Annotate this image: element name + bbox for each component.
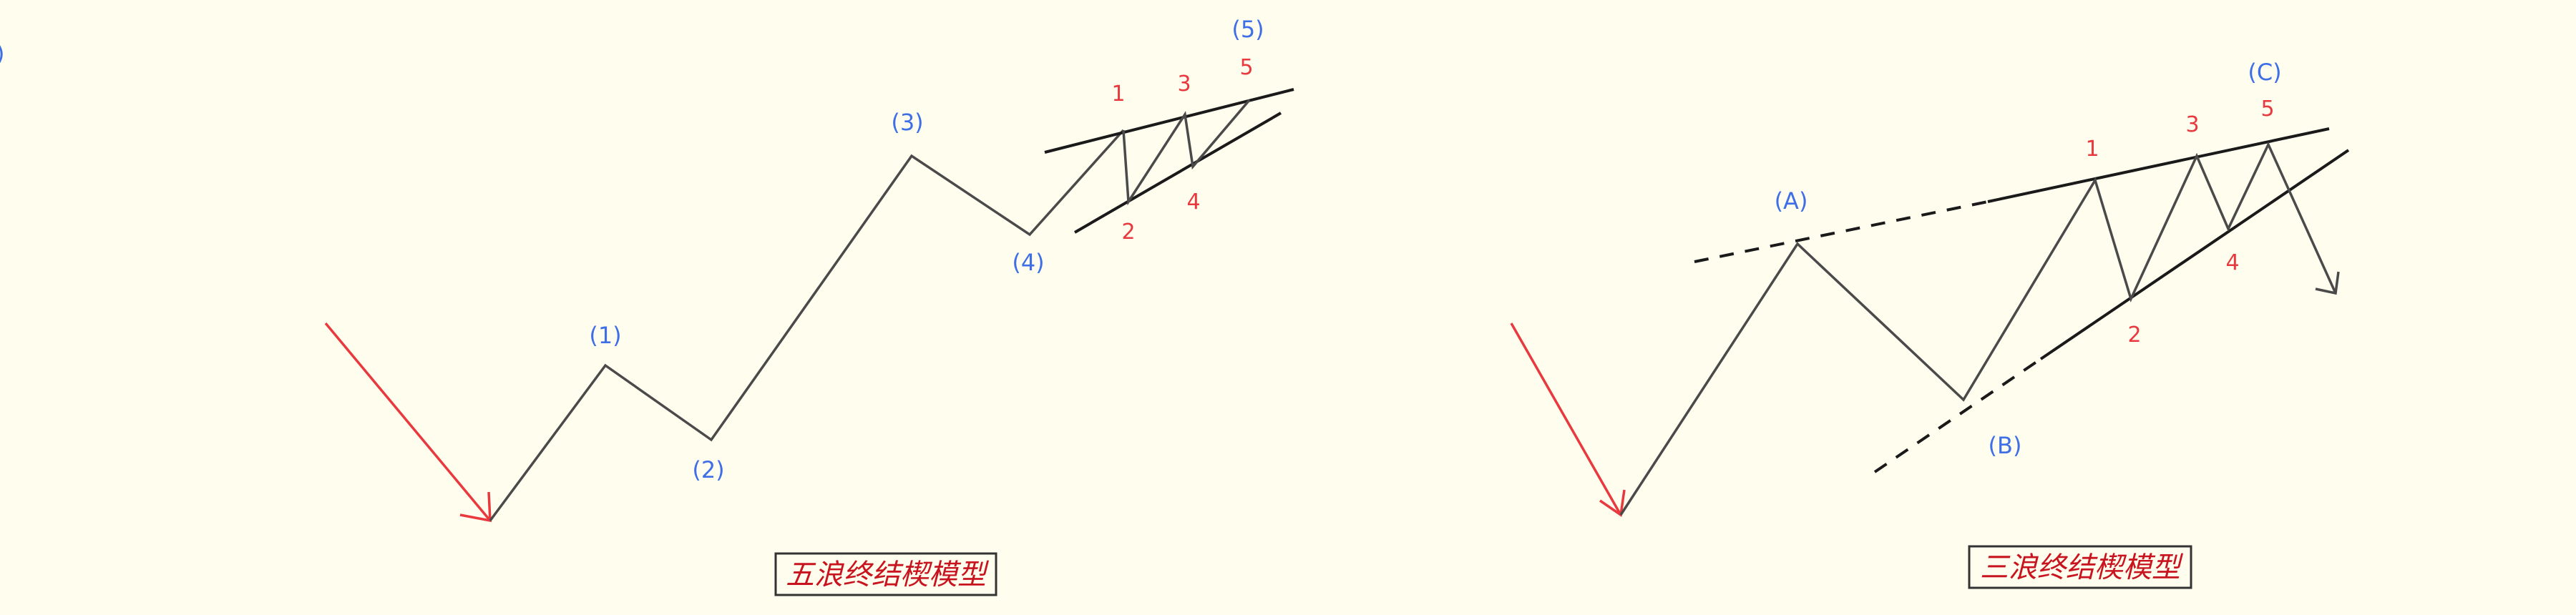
label-subwave-2: 2 (1121, 220, 1135, 245)
label-subwave-5: 5 (1239, 55, 1253, 80)
five-wave-wedge-subwaves (1122, 99, 1251, 206)
label-subwave-3: 3 (1177, 72, 1191, 97)
edge-mark: ) (0, 40, 4, 67)
three-wave-caption-text: 三浪终结楔模型 (1980, 551, 2184, 584)
three-wave-main-path (1619, 141, 2337, 516)
label-c-subwave-5: 5 (2260, 97, 2274, 122)
label-subwave-1: 1 (1111, 82, 1125, 107)
three-wave-end-arrowhead (2315, 271, 2340, 295)
five-wave-wedge-upper-line (1044, 88, 1294, 154)
five-wave-caption-text: 五浪终结楔模型 (786, 559, 990, 591)
three-wave-diagram: (A) (B) (C) 1 2 3 4 5 三浪终结楔模型 (1510, 59, 2350, 589)
label-c-subwave-2: 2 (2127, 323, 2141, 348)
three-wave-wedge-lower-line (2039, 149, 2350, 360)
label-wave-2: (2) (692, 456, 724, 483)
label-wave-1: (1) (589, 322, 621, 349)
three-wave-caption: 三浪终结楔模型 (1968, 545, 2192, 589)
three-wave-dashed-lower (1873, 358, 2042, 473)
three-wave-decline-arrow (1510, 323, 1626, 518)
label-subwave-4: 4 (1186, 190, 1200, 215)
five-wave-diagram: (1) (2) (3) (4) (5) 1 2 3 4 5 五浪终结楔模型 (324, 16, 1294, 596)
label-c-subwave-4: 4 (2225, 250, 2239, 275)
label-wave-a: (A) (1775, 187, 1808, 215)
label-wave-3: (3) (891, 109, 923, 136)
five-wave-main-path (489, 129, 1125, 522)
label-wave-b: (B) (1989, 432, 2022, 459)
label-c-subwave-3: 3 (2185, 112, 2199, 137)
three-wave-wedge-upper-line (1987, 127, 2330, 203)
five-wave-wedge-lower-line (1073, 112, 1282, 234)
label-wave-c: (C) (2248, 59, 2281, 86)
three-wave-dashed-upper (1694, 200, 1989, 263)
label-wave-5: (5) (1231, 16, 1264, 43)
label-c-subwave-1: 1 (2085, 137, 2099, 162)
five-wave-decline-arrow (324, 322, 492, 523)
label-wave-4: (4) (1012, 249, 1044, 276)
five-wave-caption: 五浪终结楔模型 (774, 552, 997, 596)
